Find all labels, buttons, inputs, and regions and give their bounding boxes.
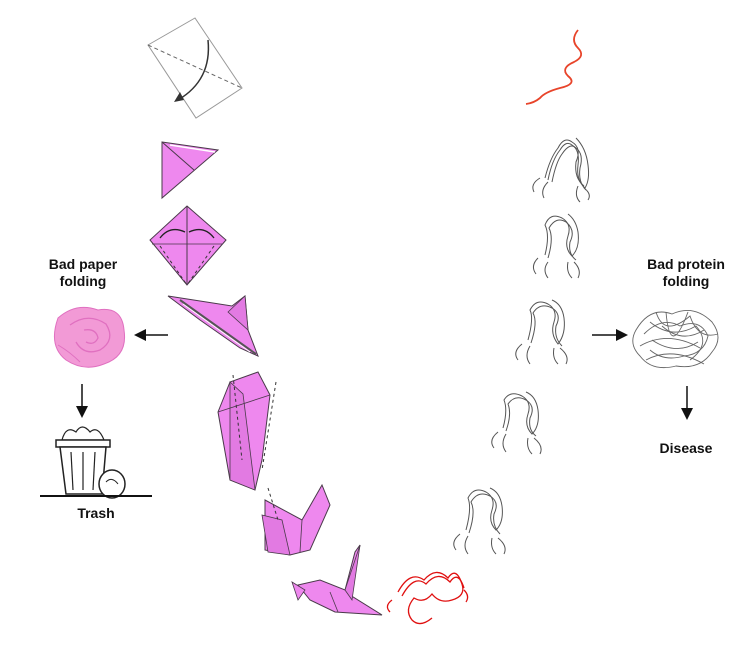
protein-unfolded-chain — [525, 29, 583, 105]
paper-step-7-crane — [291, 544, 383, 616]
trash-label: Trash — [77, 505, 115, 521]
paper-step-2-triangle — [161, 141, 220, 200]
crumpled-rose — [53, 306, 126, 368]
protein-ensemble-3 — [515, 299, 568, 365]
protein-native-fold — [386, 571, 469, 625]
misfolded-protein-tangle — [632, 309, 719, 369]
paper-step-5-bird-base — [217, 371, 277, 491]
paper-step-3-diamond — [149, 205, 227, 286]
bad-protein-label-line2: folding — [662, 273, 710, 289]
paper-step-6-crane-wings — [261, 483, 331, 556]
paper-step-4-kite — [167, 295, 259, 357]
protein-ensemble-2 — [532, 213, 580, 279]
disease-label: Disease — [659, 440, 713, 456]
protein-ensemble-4 — [491, 391, 542, 455]
protein-ensemble-1 — [532, 137, 590, 203]
bad-protein-label-line1: Bad protein — [647, 256, 725, 272]
bad-paper-folding-label: Bad paper folding — [28, 256, 138, 290]
trash-can-icon — [40, 426, 152, 499]
bad-protein-folding-label: Bad protein folding — [626, 256, 746, 290]
bad-paper-label-line1: Bad paper — [48, 256, 118, 272]
paper-step-1-square — [147, 17, 243, 119]
bad-paper-label-line2: folding — [59, 273, 107, 289]
protein-ensemble-5 — [453, 487, 506, 555]
